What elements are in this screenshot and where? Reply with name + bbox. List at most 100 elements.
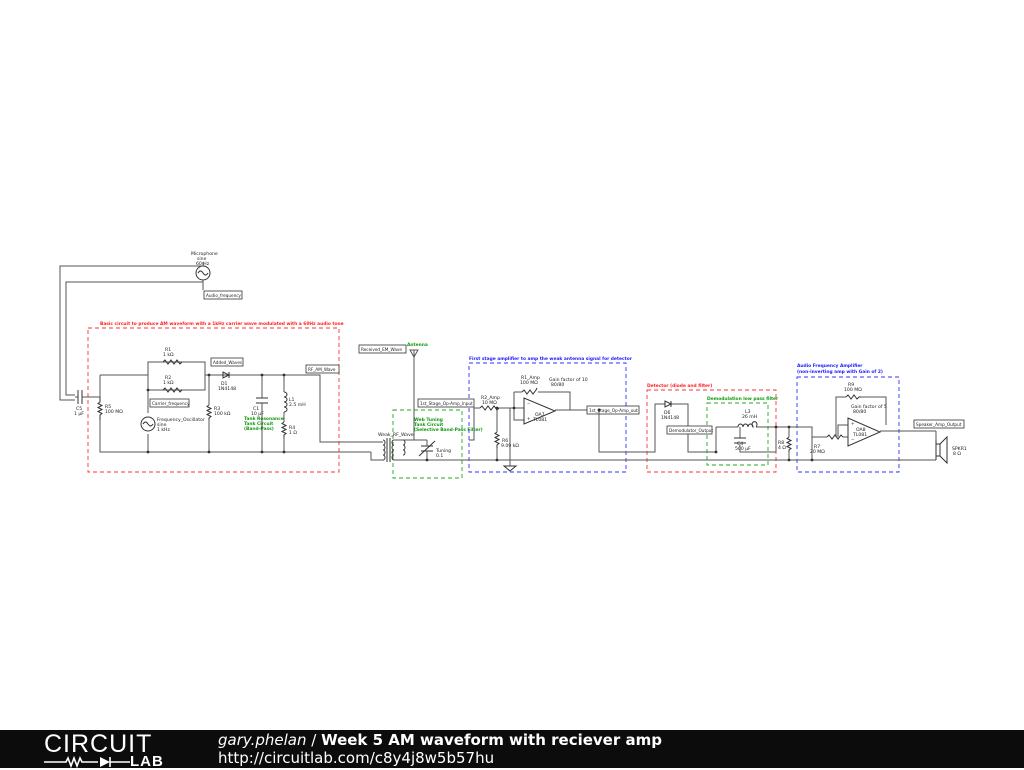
ground-symbol	[502, 465, 518, 472]
capacitor-c5[interactable]	[75, 390, 100, 404]
r1-name: R1	[165, 347, 171, 353]
c4-value: 500 µF	[735, 446, 751, 452]
tuning-tank-box	[392, 409, 463, 479]
tuning-capacitor[interactable]	[418, 440, 436, 460]
gain-factor-2: Gain factor of 5	[851, 404, 887, 410]
microphone-source[interactable]	[195, 265, 211, 281]
coupling-transformer[interactable]	[370, 438, 469, 462]
title-separator: /	[306, 731, 322, 749]
gain-factor-1-b: 80/80	[551, 382, 564, 388]
oa8-value: TL081	[852, 432, 867, 438]
svg-text:Speaker_Amp_Output: Speaker_Amp_Output	[916, 422, 962, 427]
inductor-l1[interactable]	[283, 391, 288, 413]
gain-factor-2-b: 80/80	[853, 409, 866, 415]
c4-name: C4	[737, 441, 743, 447]
r5-name: R5	[105, 404, 111, 410]
r3-name: R3	[214, 406, 220, 412]
diode-d6[interactable]	[664, 400, 673, 408]
tuning-value: 0.1	[436, 453, 443, 459]
r4-value: 1 Ω	[289, 430, 297, 436]
svg-text:Carrier_frequency: Carrier_frequency	[152, 401, 190, 406]
antenna-label: Antenna	[407, 342, 428, 348]
oscillator-wave: sine	[157, 422, 167, 428]
r5-value: 100 MΩ	[105, 409, 123, 415]
net-tag-added-waves[interactable]: Added_Waves	[210, 357, 244, 367]
c1-name: C1	[253, 406, 259, 412]
resistor-r8[interactable]	[785, 436, 793, 452]
resistor-r1-amp[interactable]	[521, 387, 538, 395]
audio-amp-box	[796, 376, 900, 473]
d6-name: D6	[664, 410, 671, 416]
microphone-wave: sine	[197, 256, 207, 262]
r6-value: 9.09 kΩ	[501, 443, 519, 449]
author-link[interactable]: gary.phelan	[218, 731, 307, 749]
resistor-r2[interactable]	[162, 387, 183, 393]
am-generator-box	[87, 327, 340, 473]
inductor-l3[interactable]	[737, 421, 758, 429]
generator-wiring	[99, 361, 371, 453]
r1-amp-name: R1_Amp	[521, 375, 540, 381]
svg-text:Received_EM_Wave: Received_EM_Wave	[361, 347, 402, 352]
svg-text:RF_AM_Wave: RF_AM_Wave	[308, 367, 336, 372]
tuning-tank-label-3: (Selective Band-Pass Filter)	[414, 427, 483, 433]
logo-text-bottom: LAB	[130, 753, 164, 770]
resistor-r2-amp[interactable]	[479, 405, 500, 411]
speaker-spkr1[interactable]	[935, 435, 948, 465]
r4-name: R4	[289, 425, 295, 431]
junction-dots	[146, 373, 814, 462]
first-stage-amp-box-label: First stage amplifier to amp the weak an…	[469, 356, 633, 362]
resistor-r9[interactable]	[845, 394, 861, 400]
resistor-r7[interactable]	[826, 434, 844, 440]
resistor-r3[interactable]	[205, 404, 213, 420]
detector-box-label: Detector (diode and filter)	[647, 383, 712, 389]
svg-text:1st_Stage_Op-Amp_out: 1st_Stage_Op-Amp_out	[589, 408, 638, 413]
audio-amp-wiring	[811, 396, 937, 460]
tuning-name: Tuning	[435, 448, 451, 454]
r1-amp-value: 100 MΩ	[520, 380, 538, 386]
net-tag-carrier-frequency[interactable]: Carrier_frequency	[149, 398, 190, 408]
demod-filter-box-label: Demodulation low pass filter	[707, 396, 779, 402]
capacitor-c4[interactable]	[734, 437, 746, 444]
opamp-oa8[interactable]: + −	[847, 417, 882, 447]
schematic-url[interactable]: http://circuitlab.com/c8y4j8w5b57hu	[218, 749, 495, 767]
tuning-tank-inductor[interactable]	[402, 439, 406, 456]
audio-amp-box-label-1: Audio Frequency Amplifier	[797, 363, 863, 369]
oa8-name: OA8	[856, 427, 866, 433]
net-tag-first-stage-out[interactable]: 1st_Stage_Op-Amp_out	[586, 405, 640, 415]
net-tag-rf-am-wave[interactable]: RF_AM_Wave	[305, 364, 340, 374]
svg-text:+: +	[527, 416, 531, 421]
resistor-r1[interactable]	[162, 359, 183, 365]
svg-text:−: −	[851, 437, 855, 442]
tank-resonance-label-2: Tank Circuit	[244, 421, 273, 427]
opamp-oa7[interactable]: − +	[523, 397, 557, 425]
demod-filter-box	[706, 402, 769, 466]
net-tag-speaker-amp-output[interactable]: Speaker_Amp_Output	[913, 419, 965, 429]
r7-name: R7	[814, 444, 820, 450]
resistor-r6[interactable]	[493, 431, 501, 448]
resistor-r4[interactable]	[280, 421, 288, 438]
l3-value: 26 mH	[742, 414, 757, 420]
resistor-r5[interactable]	[96, 397, 104, 420]
first-stage-amp-box	[468, 362, 627, 473]
l1-name: L1	[289, 397, 295, 403]
r1-value: 1 kΩ	[163, 352, 174, 358]
net-tag-demodulator-output[interactable]: Demodulator_Output	[666, 425, 713, 435]
net-tag-first-stage-input[interactable]: 1st_Stage_Op-Amp_Input	[417, 398, 475, 408]
audio-amp-box-label-2: (non-inverting amp with Gain of 2)	[797, 369, 883, 375]
net-tag-received-em-wave[interactable]: Received_EM_Wave	[358, 344, 407, 354]
oscillator-name: Frequency_Oscillator	[157, 417, 205, 423]
gain-factor-1: Gain factor of 10	[549, 377, 588, 383]
logo-text-top: CIRCUIT	[44, 730, 153, 758]
net-tag-audio-frequency[interactable]: Audio_frequency	[203, 290, 243, 300]
tuning-tank-label-1: Web Tuning	[414, 417, 443, 423]
d6-value: 1N4148	[661, 415, 679, 421]
svg-text:+: +	[851, 421, 855, 426]
svg-text:Audio_frequency: Audio_frequency	[206, 293, 242, 298]
frequency-oscillator-source[interactable]	[140, 416, 156, 432]
c1-value: 10 µF	[251, 411, 264, 417]
spkr1-name: SPKR1	[952, 446, 967, 452]
capacitor-c1[interactable]	[256, 395, 268, 407]
circuitlab-logo[interactable]: CIRCUIT LAB	[44, 730, 184, 770]
diode-d1[interactable]	[222, 371, 231, 379]
svg-text:1st_Stage_Op-Amp_Input: 1st_Stage_Op-Amp_Input	[420, 401, 473, 406]
